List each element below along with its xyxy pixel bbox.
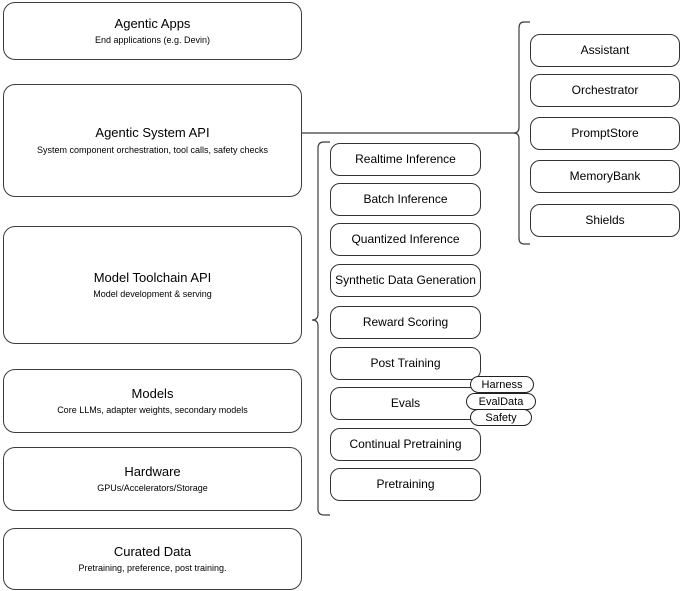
layer-model-toolchain-api[interactable]: Model Toolchain API Model development & … <box>3 226 302 344</box>
item-label: Post Training <box>370 356 441 371</box>
item-label: Shields <box>585 213 625 228</box>
item-label: Batch Inference <box>363 192 448 207</box>
layer-models[interactable]: Models Core LLMs, adapter weights, secon… <box>3 369 302 433</box>
layer-title: Curated Data <box>113 543 192 559</box>
layer-title: Hardware <box>124 463 181 479</box>
item-label: MemoryBank <box>569 169 641 184</box>
layer-title: Agentic Apps <box>114 15 191 31</box>
layer-subtitle: GPUs/Accelerators/Storage <box>97 483 208 494</box>
agentic-item-shields[interactable]: Shields <box>530 204 680 237</box>
toolchain-item-quantized-inference[interactable]: Quantized Inference <box>330 223 481 256</box>
item-label: Assistant <box>580 43 630 58</box>
item-label: Orchestrator <box>571 83 639 98</box>
evals-pill-safety[interactable]: Safety <box>470 409 532 426</box>
bracket-agentic-system-components <box>513 21 530 245</box>
toolchain-item-evals[interactable]: Evals <box>330 387 481 420</box>
item-label: Pretraining <box>376 477 435 492</box>
evals-pill-harness[interactable]: Harness <box>470 376 534 393</box>
agentic-item-assistant[interactable]: Assistant <box>530 34 680 67</box>
toolchain-item-pretraining[interactable]: Pretraining <box>330 468 481 501</box>
toolchain-item-post-training[interactable]: Post Training <box>330 347 481 380</box>
item-label: Reward Scoring <box>362 315 449 330</box>
toolchain-item-realtime-inference[interactable]: Realtime Inference <box>330 143 481 176</box>
toolchain-item-reward-scoring[interactable]: Reward Scoring <box>330 306 481 339</box>
layer-agentic-system-api[interactable]: Agentic System API System component orch… <box>3 84 302 197</box>
layer-subtitle: Core LLMs, adapter weights, secondary mo… <box>57 405 248 416</box>
layer-curated-data[interactable]: Curated Data Pretraining, preference, po… <box>3 528 302 590</box>
layer-agentic-apps[interactable]: Agentic Apps End applications (e.g. Devi… <box>3 2 302 60</box>
toolchain-item-batch-inference[interactable]: Batch Inference <box>330 183 481 216</box>
item-label: Realtime Inference <box>355 152 456 167</box>
item-label: Continual Pretraining <box>349 437 462 452</box>
layer-title: Model Toolchain API <box>93 269 212 285</box>
toolchain-item-synthetic-data-generation[interactable]: Synthetic Data Generation <box>330 264 481 297</box>
item-label: PromptStore <box>571 126 639 141</box>
agentic-item-promptstore[interactable]: PromptStore <box>530 117 680 150</box>
layer-title: Agentic System API <box>95 125 210 141</box>
item-label: Quantized Inference <box>351 232 460 247</box>
layer-title: Models <box>131 385 174 401</box>
layer-subtitle: Pretraining, preference, post training. <box>78 563 227 574</box>
agentic-item-memorybank[interactable]: MemoryBank <box>530 160 680 193</box>
evals-pill-evaldata[interactable]: EvalData <box>466 393 536 410</box>
toolchain-item-continual-pretraining[interactable]: Continual Pretraining <box>330 428 481 461</box>
item-label: Synthetic Data Generation <box>335 273 476 288</box>
item-label: Evals <box>390 396 421 411</box>
layer-hardware[interactable]: Hardware GPUs/Accelerators/Storage <box>3 447 302 511</box>
layer-subtitle: System component orchestration, tool cal… <box>36 144 269 155</box>
bracket-model-toolchain-components <box>311 141 330 516</box>
agentic-item-orchestrator[interactable]: Orchestrator <box>530 74 680 107</box>
layer-subtitle: Model development & serving <box>93 289 212 300</box>
layer-subtitle: End applications (e.g. Devin) <box>94 35 211 46</box>
